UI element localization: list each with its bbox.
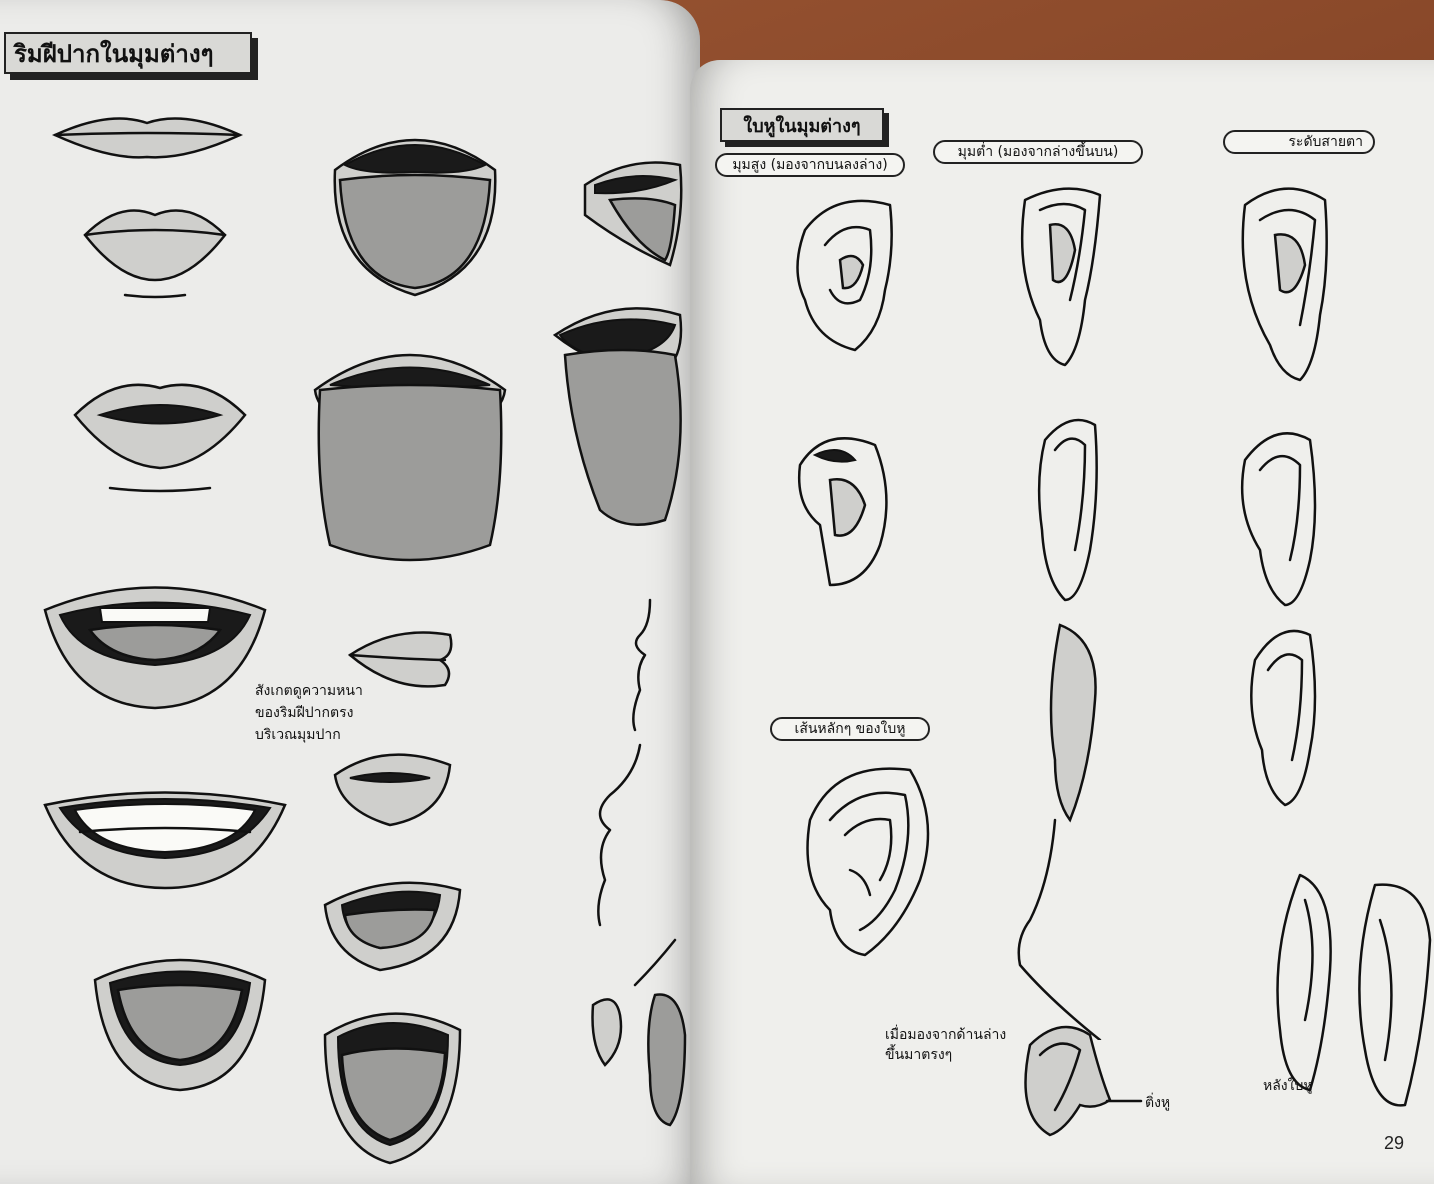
ear-from-below-illustration xyxy=(1024,1025,1112,1137)
page-number: 29 xyxy=(1383,1133,1404,1153)
right-page: ใบหูในมุมต่างๆ มุมสูง (มองจากบนลงล่าง) ม… xyxy=(690,60,1434,1184)
tongue-out-front-illustration xyxy=(333,138,497,297)
mouth-3q-tongue-illustration xyxy=(323,881,462,972)
ear-low-angle-2-illustration xyxy=(1037,418,1098,602)
ear-high-angle-1-illustration xyxy=(796,199,893,352)
ear-main-lines-illustration xyxy=(806,767,930,957)
low-angle-label: มุมต่ำ (มองจากล่างขึ้นบน) xyxy=(933,140,1143,164)
ear-eye-level-3-illustration xyxy=(1250,629,1317,807)
ear-high-angle-2-illustration xyxy=(798,437,888,587)
lips-open-o-illustration xyxy=(73,383,247,493)
lips-pursed-illustration xyxy=(83,209,227,299)
left-page: ริมฝีปากในมุมต่างๆ สังเกตดูความหนา ของริ… xyxy=(0,0,700,1184)
ear-back-view-1-illustration xyxy=(1276,873,1332,1092)
page-title: ริมฝีปากในมุมต่างๆ xyxy=(4,32,252,74)
ear-eye-level-2-illustration xyxy=(1240,432,1317,607)
mouth-open-up-view-illustration xyxy=(323,1012,462,1165)
section-title: ใบหูในมุมต่างๆ xyxy=(720,108,884,142)
from-below-note: เมื่อมองจากด้านล่าง ขึ้นมาตรงๆ xyxy=(885,1025,1006,1065)
profile-face-line-2 xyxy=(597,743,642,927)
tongue-side-small-illustration xyxy=(583,161,683,267)
ear-side-profile-illustration xyxy=(1017,623,1102,1040)
from-below-line-1: เมื่อมองจากด้านล่าง xyxy=(885,1027,1007,1043)
back-of-ear-label: หลังใบหู xyxy=(1263,1078,1313,1094)
tongue-extended-illustration xyxy=(313,353,507,562)
lips-closed-illustration xyxy=(51,117,244,159)
main-lines-label: เส้นหลักๆ ของใบหู xyxy=(770,717,930,741)
smile-teeth-illustration xyxy=(43,791,287,890)
high-angle-label: มุมสูง (มองจากบนลงล่าง) xyxy=(715,153,905,177)
ear-back-view-2-illustration xyxy=(1358,883,1432,1107)
note-line-3: บริเวณมุมปาก xyxy=(255,727,341,743)
profile-face-line-1 xyxy=(632,598,652,732)
earlobe-pointer-line xyxy=(1105,1099,1143,1103)
eye-level-label: ระดับสายตา xyxy=(1223,130,1375,154)
earlobe-label: ติ่งหู xyxy=(1145,1095,1171,1111)
note-line-2: ของริมฝีปากตรง xyxy=(255,705,354,721)
profile-tongue-out-illustration xyxy=(591,938,687,1127)
mouth-open-teeth-illustration xyxy=(43,586,267,710)
mouth-corner-note: สังเกตดูความหนา ของริมฝีปากตรง บริเวณมุม… xyxy=(255,680,363,746)
tongue-side-extended-illustration xyxy=(552,307,683,526)
ear-low-angle-1-illustration xyxy=(1020,187,1102,367)
lips-3q-open-illustration xyxy=(333,753,452,827)
note-line-1: สังเกตดูความหนา xyxy=(255,683,363,699)
lips-side-profile-illustration xyxy=(347,631,453,688)
from-below-line-2: ขึ้นมาตรงๆ xyxy=(885,1047,953,1063)
mouth-open-tongue-illustration xyxy=(93,958,267,1092)
ear-eye-level-1-illustration xyxy=(1241,187,1328,382)
